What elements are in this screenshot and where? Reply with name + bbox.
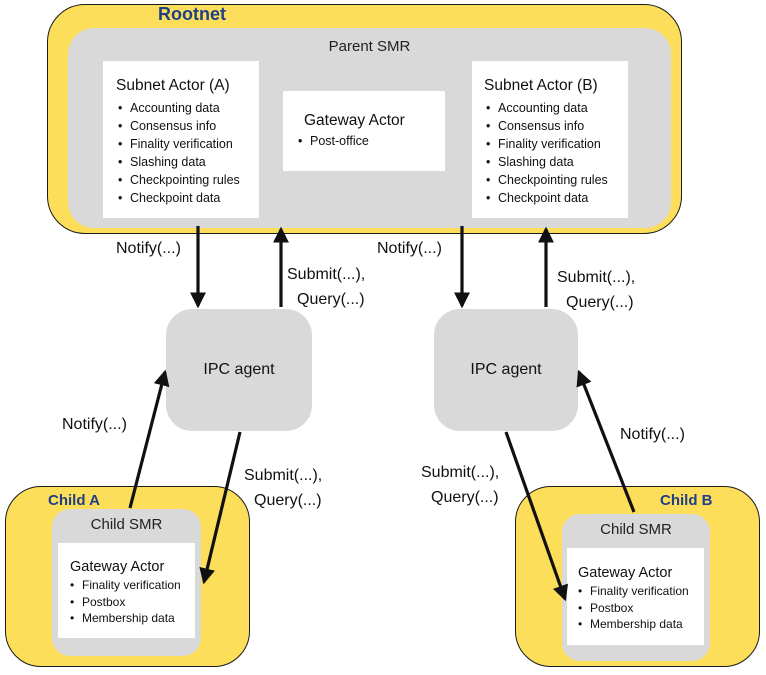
list-item: Accounting data	[116, 99, 259, 117]
child-b-title: Child B	[660, 492, 713, 509]
ipc-agent-right: IPC agent	[434, 309, 578, 431]
arrow-submit-left-bottom	[199, 431, 242, 585]
label-notify-left-bottom: Notify(...)	[62, 416, 127, 433]
label-submit-left-top-1: Submit(...),	[287, 266, 366, 283]
ipc-agent-left-label: IPC agent	[203, 361, 275, 378]
label-submit-left-bottom-1: Submit(...),	[244, 467, 323, 484]
parent-gateway-actor: Gateway Actor Post-office	[283, 91, 445, 171]
label-notify-right-bottom: Notify(...)	[620, 426, 685, 443]
subnet-actor-a: Subnet Actor (A) Accounting data Consens…	[103, 61, 259, 218]
label-submit-right-top-2: Query(...)	[566, 294, 634, 311]
label-submit-left-top-2: Query(...)	[297, 291, 365, 308]
child-b-smr-title: Child SMR	[600, 521, 672, 538]
list-item: Finality verification	[68, 577, 195, 594]
arrow-submit-right-bottom	[504, 431, 569, 602]
child-b-gateway-actor: Gateway Actor Finality verification Post…	[567, 548, 704, 645]
list-item: Membership data	[68, 610, 195, 627]
subnet-actor-a-list: Accounting data Consensus info Finality …	[116, 99, 259, 207]
list-item: Accounting data	[484, 99, 628, 117]
ipc-agent-right-label: IPC agent	[470, 361, 542, 378]
list-item: Postbox	[68, 594, 195, 611]
child-b-gateway-title: Gateway Actor	[578, 565, 673, 581]
label-notify-right-top: Notify(...)	[377, 240, 442, 257]
list-item: Consensus info	[116, 117, 259, 135]
list-item: Checkpoint data	[116, 189, 259, 207]
list-item: Finality verification	[484, 135, 628, 153]
child-a-title: Child A	[48, 492, 100, 509]
list-item: Consensus info	[484, 117, 628, 135]
child-a-gateway-actor: Gateway Actor Finality verification Post…	[58, 543, 195, 638]
parent-smr-title: Parent SMR	[328, 38, 411, 55]
list-item: Membership data	[576, 616, 704, 633]
rootnet-title: Rootnet	[158, 4, 226, 24]
label-notify-left-top: Notify(...)	[116, 240, 181, 257]
list-item: Checkpoint data	[484, 189, 628, 207]
child-b-gateway-list: Finality verification Postbox Membership…	[576, 583, 704, 633]
parent-gateway-title: Gateway Actor	[304, 112, 405, 129]
arrow-notify-right-bottom	[576, 369, 636, 513]
label-submit-right-top-1: Submit(...),	[557, 269, 636, 286]
subnet-actor-b: Subnet Actor (B) Accounting data Consens…	[472, 61, 628, 218]
list-item: Postbox	[576, 600, 704, 617]
child-a-gateway-list: Finality verification Postbox Membership…	[68, 577, 195, 627]
subnet-actor-b-list: Accounting data Consensus info Finality …	[484, 99, 628, 207]
list-item: Slashing data	[116, 153, 259, 171]
label-submit-left-bottom-2: Query(...)	[254, 492, 322, 509]
list-item: Finality verification	[116, 135, 259, 153]
list-item: Checkpointing rules	[116, 171, 259, 189]
subnet-actor-a-title: Subnet Actor (A)	[116, 77, 230, 94]
list-item: Checkpointing rules	[484, 171, 628, 189]
subnet-actor-b-title: Subnet Actor (B)	[484, 77, 598, 94]
list-item: Post-office	[296, 132, 445, 150]
arrow-notify-left-bottom	[128, 369, 170, 509]
child-a-smr-title: Child SMR	[90, 516, 163, 533]
list-item: Slashing data	[484, 153, 628, 171]
ipc-agent-left: IPC agent	[166, 309, 312, 431]
list-item: Finality verification	[576, 583, 704, 600]
parent-gateway-list: Post-office	[296, 132, 445, 150]
child-a-gateway-title: Gateway Actor	[70, 559, 165, 575]
label-submit-right-bottom-2: Query(...)	[431, 489, 499, 506]
label-submit-right-bottom-1: Submit(...),	[421, 464, 500, 481]
